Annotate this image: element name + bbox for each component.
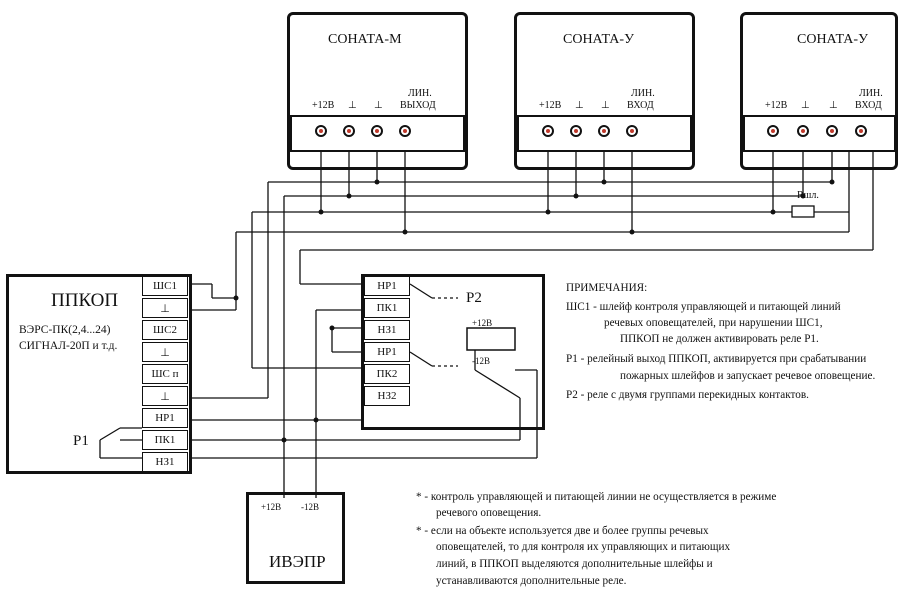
speaker-title: СОНАТА-У [797, 32, 868, 47]
terminal-label: ВЫХОД [400, 100, 436, 111]
junction-dots [233, 179, 835, 443]
relay-terminal: НР1 [364, 276, 410, 296]
panel-title: ППКОП [51, 290, 119, 311]
panel-terminal: НР1 [142, 408, 188, 428]
terminal-label: ⊥ [348, 100, 357, 111]
relay-contact [409, 283, 433, 299]
panel-subtitle: СИГНАЛ-20П и т.д. [19, 340, 118, 352]
relay-p2-label: Р2 [466, 290, 482, 306]
resistor-label: Rшл. [797, 190, 819, 201]
relay-terminal: ПК2 [364, 364, 410, 384]
speaker-title: СОНАТА-М [328, 32, 402, 47]
speaker-title: СОНАТА-У [563, 32, 634, 47]
panel-terminal: ШС п [142, 364, 188, 384]
terminal-label: ⊥ [575, 100, 584, 111]
power-supply: +12В -12В ИВЭПР [246, 492, 345, 584]
terminal-label: ⊥ [601, 100, 610, 111]
psu-title: ИВЭПР [269, 552, 326, 571]
terminal-label: ЛИН. [408, 88, 432, 99]
speaker-box-1: СОНАТА-М +12В ⊥ ⊥ ЛИН. ВЫХОД [287, 12, 468, 170]
terminal-label: +12В [765, 100, 788, 111]
resistor [791, 205, 815, 218]
footnote-line: речевого оповещения. [436, 507, 542, 519]
footnote-line: устанавливаются дополнительные реле. [436, 575, 627, 587]
terminal-label: ВХОД [855, 100, 882, 111]
panel-terminal: ПК1 [142, 430, 188, 450]
speaker-box-3: СОНАТА-У +12В ⊥ ⊥ ЛИН. ВХОД [740, 12, 898, 170]
panel-terminal: ШС2 [142, 320, 188, 340]
terminal-label: +12В [312, 100, 335, 111]
terminal-label: ⊥ [801, 100, 810, 111]
relay-terminal: НЗ1 [364, 320, 410, 340]
footnote-line: * - если на объекте используется две и б… [416, 525, 709, 537]
panel-terminal: ⊥ [142, 386, 188, 406]
terminal-label: ⊥ [374, 100, 383, 111]
coil-minus: -12В [472, 356, 490, 366]
psu-minus: -12В [301, 502, 319, 512]
terminal-label: ВХОД [627, 100, 654, 111]
relay-terminal: НР1 [364, 342, 410, 362]
footnote-line: оповещателей, то для контроля их управля… [436, 541, 731, 553]
terminal-label: ЛИН. [859, 88, 883, 99]
coil-plus: +12В [472, 318, 493, 328]
note-line: Р2 - реле с двумя группами перекидных ко… [566, 389, 809, 401]
relay-p1-label: Р1 [73, 433, 89, 449]
relay-coil [466, 327, 516, 351]
panel-terminal: ⊥ [142, 298, 188, 318]
note-line: пожарных шлейфов и запускает речевое опо… [620, 370, 876, 382]
panel-subtitle: ВЭРС-ПК(2,4...24) [19, 324, 111, 336]
panel-terminal: НЗ1 [142, 452, 188, 472]
relay-block: Р2 +12В -12В [361, 274, 545, 430]
relay-terminal: НЗ2 [364, 386, 410, 406]
speaker-box-2: СОНАТА-У +12В ⊥ ⊥ ЛИН. ВХОД [514, 12, 695, 170]
note-line: ППКОП не должен активировать реле Р1. [620, 333, 819, 345]
panel-terminal: ⊥ [142, 342, 188, 362]
psu-plus: +12В [261, 502, 282, 512]
notes-heading: ПРИМЕЧАНИЯ: [566, 282, 648, 294]
note-line: речевых оповещателей, при нарушении ШС1, [604, 317, 823, 329]
relay-contact [409, 351, 433, 367]
terminal-label: +12В [539, 100, 562, 111]
relay-contact-p1 [99, 427, 121, 441]
panel-ppkop: ППКОП ВЭРС-ПК(2,4...24) СИГНАЛ-20П и т.д… [6, 274, 192, 474]
terminal-label: ЛИН. [631, 88, 655, 99]
terminal-screws [315, 125, 867, 137]
note-line: Р1 - релейный выход ППКОП, активируется … [566, 353, 867, 365]
footnote-line: * - контроль управляющей и питающей лини… [416, 491, 777, 503]
terminal-label: ⊥ [829, 100, 838, 111]
relay-terminal: ПК1 [364, 298, 410, 318]
note-line: ШС1 - шлейф контроля управляющей и питаю… [566, 301, 841, 313]
footnote-line: линий, в ППКОП выделяются дополнительные… [436, 558, 713, 570]
panel-terminal: ШС1 [142, 276, 188, 296]
